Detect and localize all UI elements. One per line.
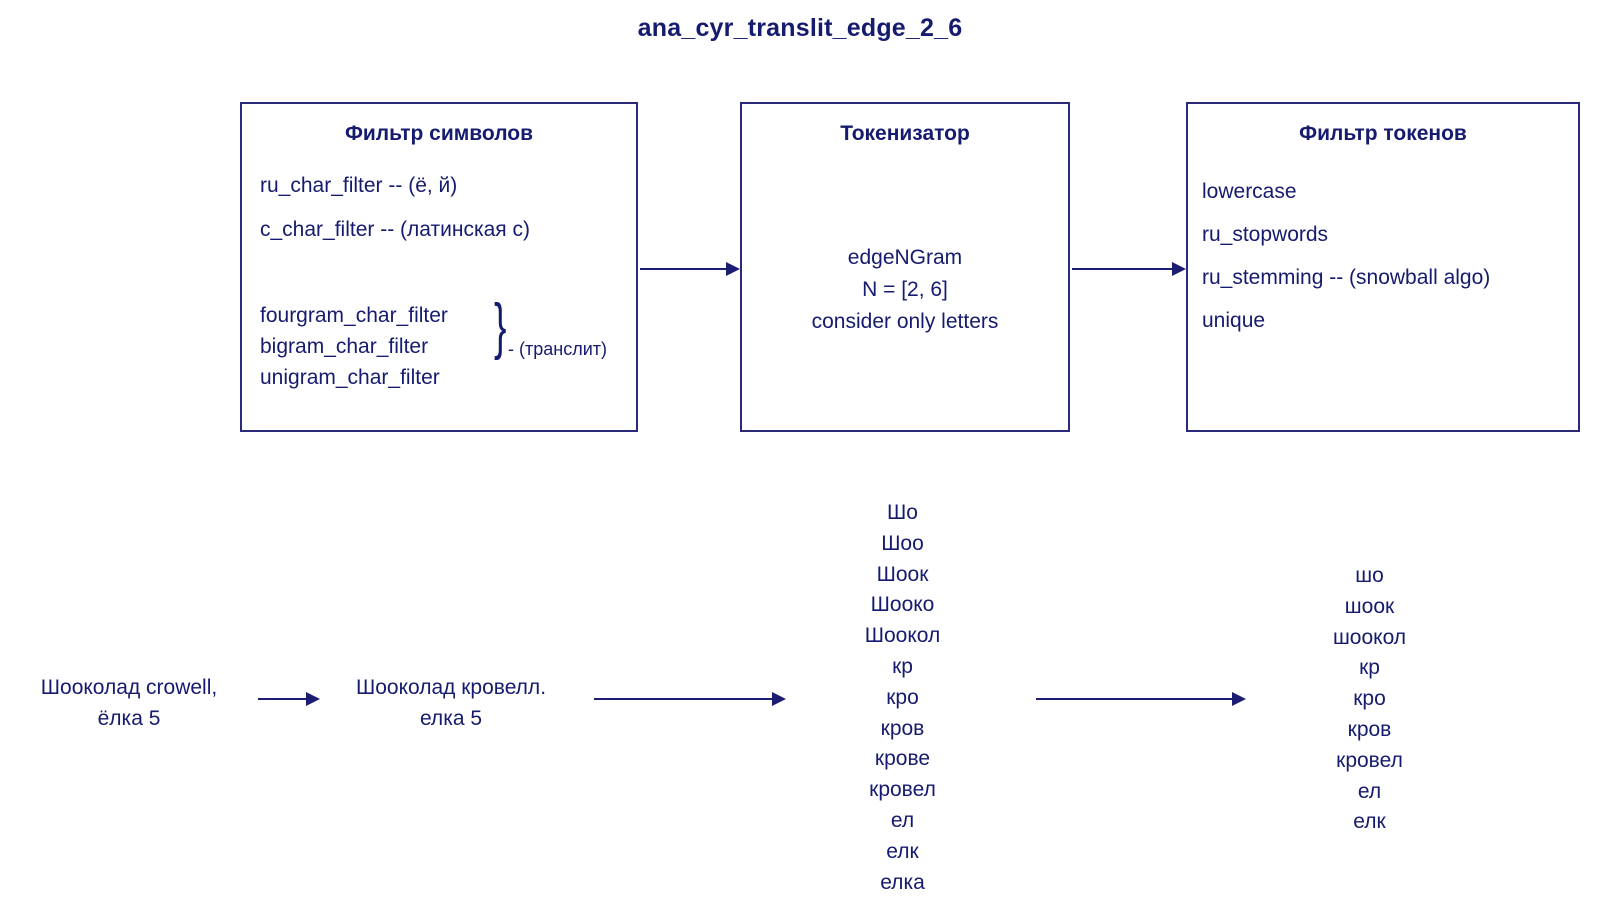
char-filter-item: fourgram_char_filter [260, 304, 448, 327]
example-token: Шооко [870, 593, 935, 617]
example-token: крове [874, 747, 931, 771]
arrow-shaft [594, 698, 772, 700]
example-normalized-text: Шооколад кровелл. елка 5 [326, 672, 576, 734]
example-output-token: шо [1355, 564, 1384, 587]
translit-group-label: - (транслит) [508, 339, 607, 359]
arrow-shaft [258, 698, 306, 700]
tokenizer-setting: edgeNGram [847, 246, 963, 269]
arrow-shaft [1036, 698, 1232, 700]
example-token: елка [880, 870, 925, 894]
token-filter-item: unique [1202, 309, 1266, 332]
tokenizer-setting: consider only letters [811, 310, 999, 333]
char-filter-item: unigram_char_filter [260, 366, 440, 389]
tokenizer-settings-list: edgeNGram N = [2, 6] consider only lette… [742, 242, 1068, 338]
example-token: кр [892, 654, 913, 678]
curly-brace-icon: } [494, 292, 507, 361]
example-token: кровел [869, 778, 936, 802]
tokenizer-setting: N = [2, 6] [862, 278, 948, 301]
example-token: Шоокол [864, 624, 941, 648]
example-output-token: ел [1357, 779, 1382, 803]
arrow-shaft [1072, 268, 1172, 270]
stage-box-char-filter: Фильтр символов ru_char_filter -- (ё, й)… [240, 102, 638, 432]
example-output-token: кр [1359, 656, 1380, 680]
arrow-head-icon [306, 692, 320, 706]
arrow-shaft [640, 268, 726, 270]
stage-box-tokenizer: Токенизатор edgeNGram N = [2, 6] conside… [740, 102, 1070, 432]
example-normalized-line: елка 5 [419, 707, 483, 730]
char-filter-item: ru_char_filter -- (ё, й) [260, 174, 458, 197]
example-token: кров [880, 716, 925, 740]
token-filter-item: ru_stemming -- (snowball algo) [1202, 266, 1491, 289]
example-token-list: Шо Шоо Шоок Шооко Шоокол кр кро кров кро… [795, 498, 1010, 898]
stage-box-token-filter: Фильтр токенов lowercase ru_stopwords ru… [1186, 102, 1580, 432]
stage-title-tokenizer: Токенизатор [840, 122, 970, 145]
example-output-token: кров [1347, 717, 1392, 741]
arrow-head-icon [726, 262, 740, 276]
token-filter-item: lowercase [1202, 180, 1297, 203]
example-output-list: шо шоок шоокол кр кро кров кровел ел елк [1262, 561, 1477, 838]
example-token: елк [886, 839, 919, 863]
example-token: Шоок [876, 562, 929, 586]
stage-title-char-filter: Фильтр символов [344, 122, 534, 145]
char-filter-list: ru_char_filter -- (ё, й) c_char_filter -… [260, 174, 640, 262]
arrow-head-icon [772, 692, 786, 706]
example-input-line: Шооколад crowell, [40, 676, 218, 699]
example-token: Шо [887, 501, 918, 524]
stage-title-token-filter: Фильтр токенов [1299, 122, 1467, 145]
example-token: Шоо [881, 531, 924, 555]
arrow-head-icon [1232, 692, 1246, 706]
example-output-token: кровел [1336, 748, 1403, 772]
example-input-text: Шооколад crowell, ёлка 5 [0, 672, 258, 734]
example-token: ел [890, 808, 915, 832]
example-input-line: ёлка 5 [97, 707, 161, 730]
char-filter-item: c_char_filter -- (латинская c) [260, 218, 530, 241]
token-filter-item: ru_stopwords [1202, 223, 1329, 246]
char-filter-item: bigram_char_filter [260, 335, 429, 358]
example-output-token: кро [1353, 687, 1386, 711]
example-output-token: шоокол [1332, 625, 1407, 649]
translit-filter-group: fourgram_char_filter bigram_char_filter … [260, 300, 660, 393]
page-title: ana_cyr_translit_edge_2_6 [637, 14, 963, 42]
example-output-token: шоок [1344, 594, 1395, 618]
example-token: кро [886, 685, 919, 709]
arrow-head-icon [1172, 262, 1186, 276]
example-normalized-line: Шооколад кровелл. [355, 676, 547, 699]
example-output-token: елк [1353, 810, 1386, 834]
token-filter-list: lowercase ru_stopwords ru_stemming -- (s… [1202, 180, 1592, 352]
